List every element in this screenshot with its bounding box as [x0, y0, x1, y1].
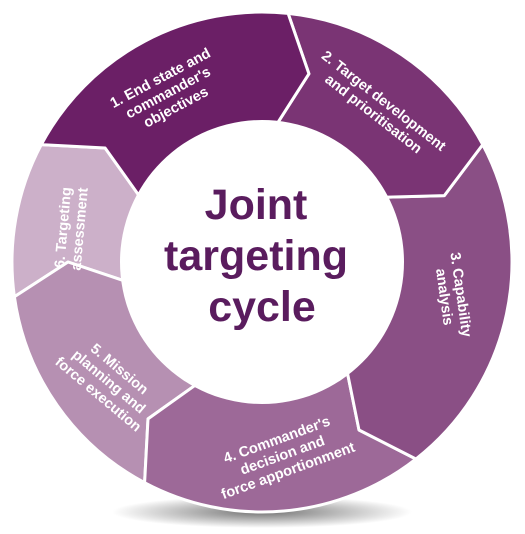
segment-label-6-line-2: assessment — [69, 187, 92, 271]
segment-label-6: 6. Targetingassessment — [52, 185, 92, 271]
segment-label-6-line-1: 6. Targeting — [52, 187, 75, 269]
center-title-line-2: targeting — [164, 232, 348, 280]
center-title: Joint targeting cycle — [164, 181, 360, 331]
cycle-ring — [10, 10, 514, 514]
segment-label-3-line-2: analysis — [432, 268, 456, 327]
center-circle — [120, 120, 404, 404]
center-title-line-3: cycle — [208, 283, 316, 331]
center-title-line-1: Joint — [205, 181, 308, 229]
